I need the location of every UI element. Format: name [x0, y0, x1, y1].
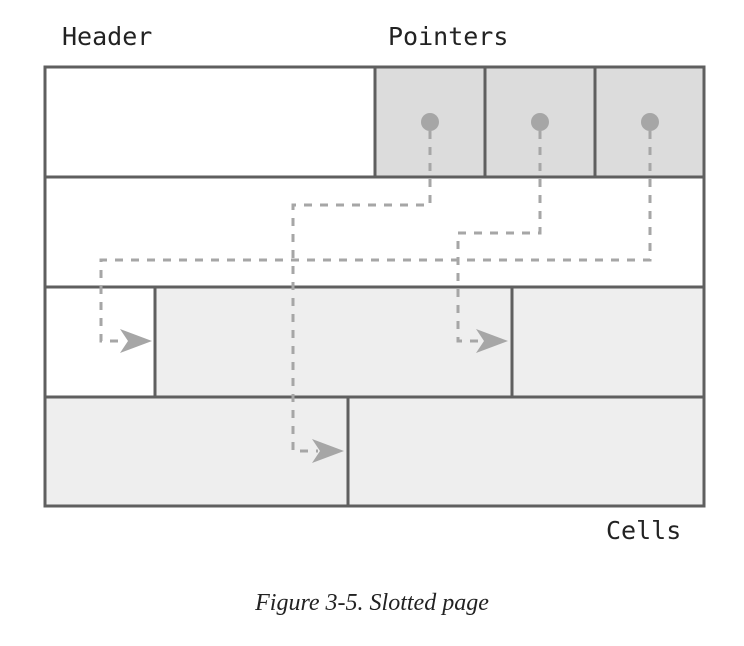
- arrowhead-1: [312, 439, 344, 463]
- free-space: [45, 177, 704, 287]
- cell-4: [348, 397, 704, 506]
- pointer-dot-3: [641, 113, 659, 131]
- arrowhead-2: [476, 329, 508, 353]
- arrowhead-3: [120, 329, 152, 353]
- figure-caption: Figure 3-5. Slotted page: [255, 590, 489, 616]
- pointers-label: Pointers: [388, 22, 509, 51]
- header-region: [45, 67, 375, 177]
- pointer-dot-1: [421, 113, 439, 131]
- cell-2: [512, 287, 704, 397]
- pointer-path-2: [456, 131, 542, 343]
- pointer-path-1: [291, 131, 432, 453]
- header-label: Header: [62, 22, 153, 51]
- pointer-paths: [99, 131, 652, 453]
- cell-1: [155, 287, 512, 397]
- cells-label: Cells: [606, 516, 682, 545]
- pointer-path-3: [99, 131, 652, 343]
- pointer-dot-2: [531, 113, 549, 131]
- cell-3: [45, 397, 348, 506]
- grid-lines: [43, 65, 706, 508]
